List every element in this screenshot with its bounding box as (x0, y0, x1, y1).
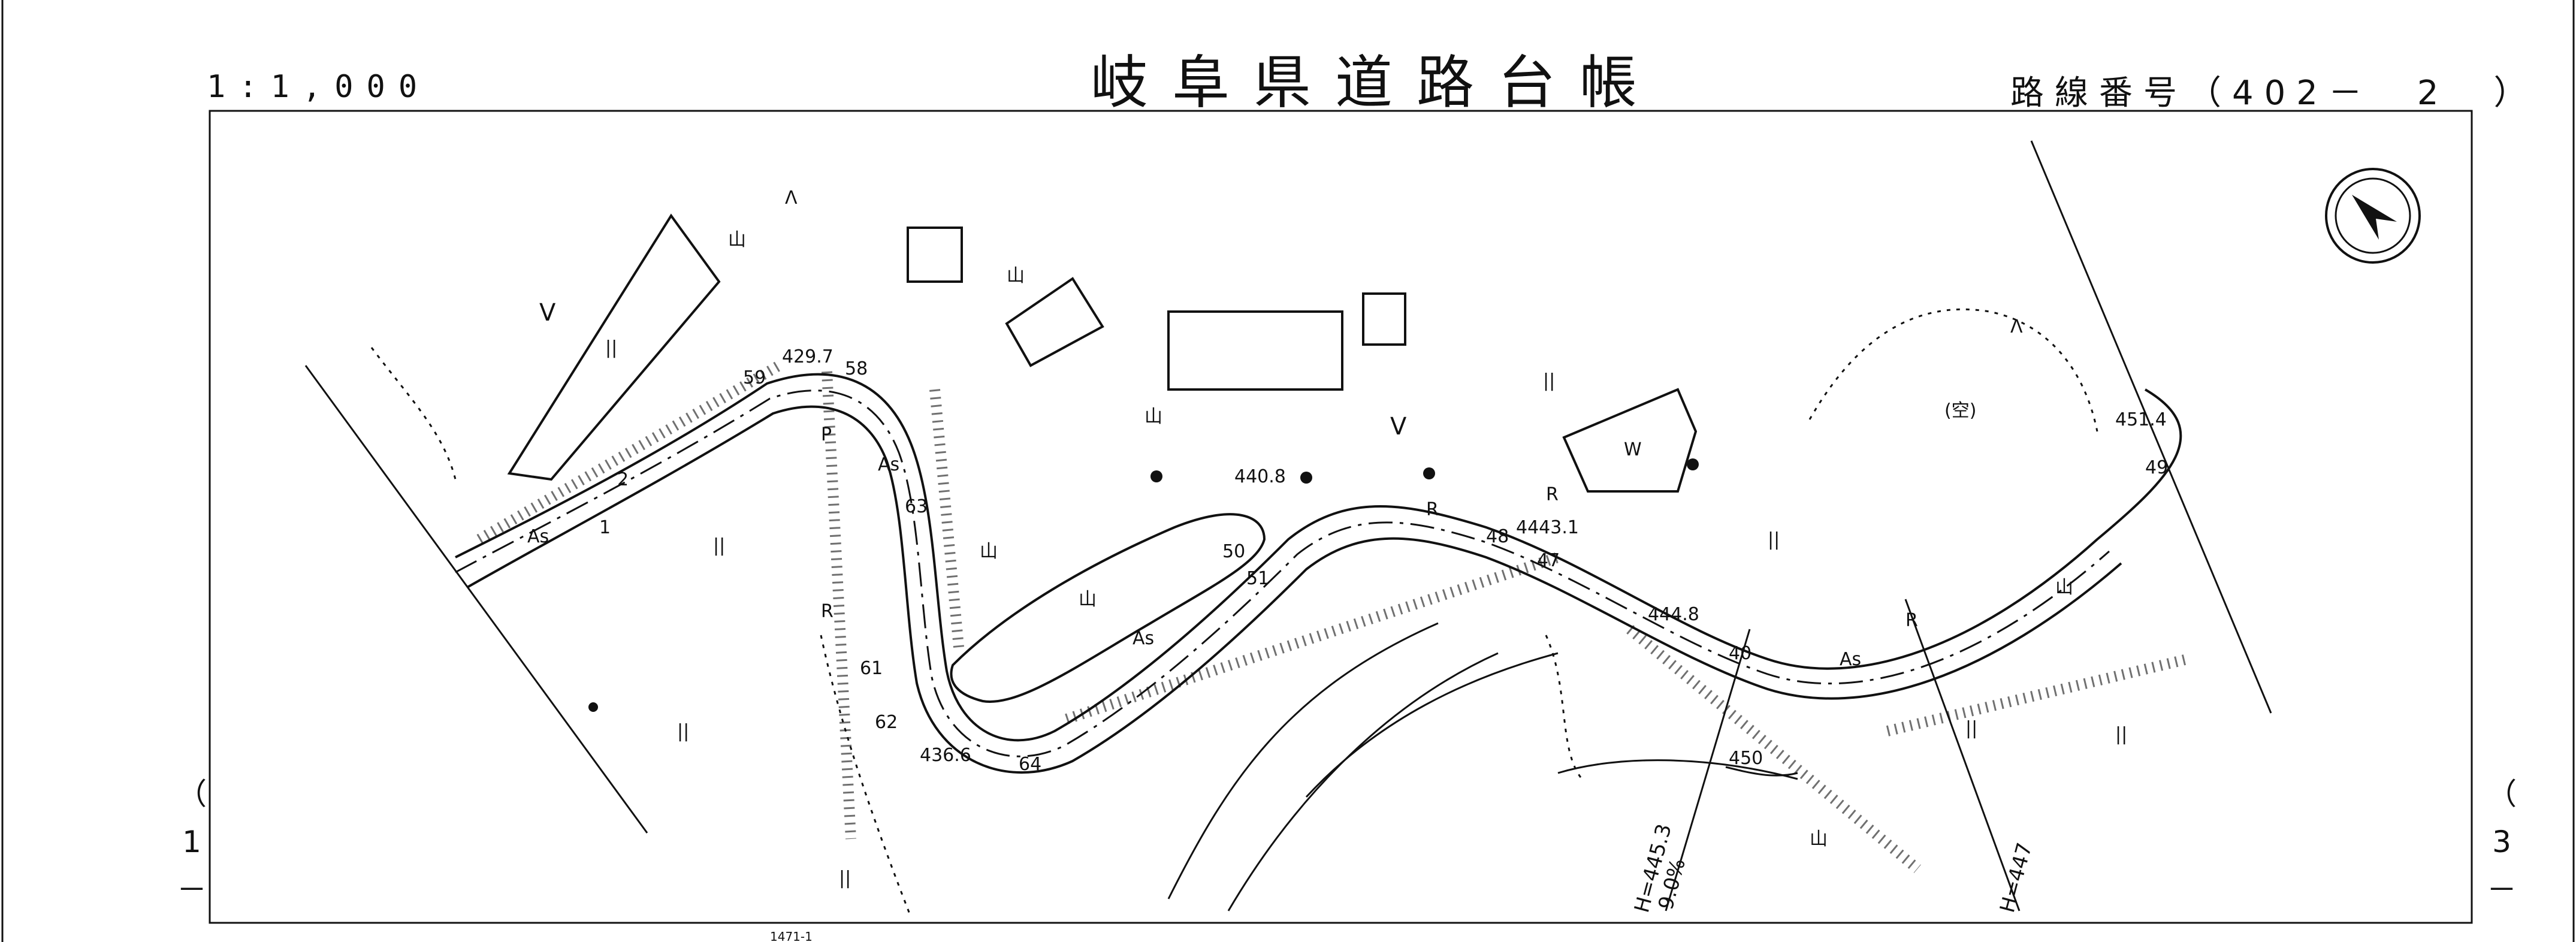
route-number: 路線番号（402－ 2 ） (2010, 74, 2538, 113)
right-sheet-marker: （ 3 － (2487, 777, 2517, 907)
elevation-436-6: 436.6 (920, 745, 971, 766)
survey-points (588, 458, 1699, 712)
pond-parcel (1562, 388, 1698, 493)
label-paddy-5: || (1543, 370, 1555, 391)
station-47: 47 (1537, 550, 1560, 571)
elevation-444-8: 444.8 (1648, 604, 1699, 625)
label-water: W (1624, 439, 1642, 460)
label-paddy-4: || (839, 868, 851, 889)
label-forest-1: 山 (728, 230, 746, 250)
property-boundaries (370, 308, 2098, 917)
well-structure (907, 227, 963, 283)
parcel-number: 1471-1 (770, 929, 813, 942)
label-paddy-8: || (2115, 724, 2127, 745)
label-paddy-3: || (677, 721, 689, 742)
buildings (507, 213, 1698, 493)
map-labels: || || || || || || || || V V 山 山 山 山 山 山 … (527, 188, 2168, 942)
label-field-1: V (539, 299, 556, 327)
building-main (1167, 310, 1343, 391)
station-58: 58 (845, 358, 868, 379)
label-forest-3: 山 (980, 541, 998, 562)
map-scale: 1:1,000 (207, 69, 431, 105)
label-forest-7: 山 (2055, 577, 2073, 598)
label-forest-5: 山 (1144, 406, 1162, 427)
road-centerline (455, 373, 2182, 774)
station-61: 61 (860, 658, 883, 679)
label-asphalt-4: As (1840, 649, 1861, 670)
elevation-4443-1: 4443.1 (1516, 517, 1579, 538)
map-frame (209, 110, 2473, 924)
north-arrow-icon (2325, 168, 2421, 264)
label-parking: P (821, 424, 832, 445)
label-asphalt-2: As (527, 526, 549, 547)
label-road-r-1: R (821, 601, 833, 622)
road-axis (455, 390, 2110, 757)
label-field-2: V (1390, 413, 1407, 440)
gradient-height-2: H=447 (1995, 840, 2037, 915)
building-small (1362, 292, 1406, 346)
station-63: 63 (905, 496, 928, 517)
station-48: 48 (1486, 526, 1509, 547)
slope-hatching (476, 361, 2189, 873)
label-asphalt-3: As (1133, 628, 1154, 649)
station-49: 49 (2145, 457, 2168, 478)
label-road-r-2: R (1426, 499, 1439, 520)
label-forest-6: 山 (1810, 829, 1828, 850)
label-vacant: (空) (1944, 400, 1976, 421)
label-wasteland-1: Λ (785, 188, 798, 209)
station-2: 2 (617, 469, 629, 490)
building-shed (1005, 277, 1104, 367)
page-title: 岐阜県道路台帳 (1091, 49, 1661, 116)
contour-lines (1167, 622, 1798, 911)
elevation-450: 450 (1729, 748, 1763, 769)
elevation-451-4: 451.4 (2115, 409, 2167, 430)
label-asphalt-1: As (878, 454, 899, 475)
field-parcel (507, 213, 721, 481)
station-59: 59 (743, 367, 766, 388)
reference-lines (304, 140, 2272, 911)
station-64: 64 (1019, 754, 1041, 775)
label-paddy-7: || (1965, 718, 1977, 739)
station-62: 62 (875, 712, 898, 733)
station-50: 50 (1222, 541, 1245, 562)
station-40: 40 (1729, 643, 1751, 664)
station-51: 51 (1246, 568, 1269, 589)
label-forest-2: 山 (1007, 265, 1025, 286)
label-forest-4: 山 (1079, 589, 1097, 610)
label-road-r-4: R (1905, 610, 1918, 631)
label-paddy-6: || (1768, 529, 1780, 550)
station-1: 1 (599, 517, 611, 538)
left-sheet-marker: （ 1 － (177, 777, 207, 907)
elevation-440-8: 440.8 (1234, 466, 1286, 487)
label-wasteland-2: Λ (2010, 316, 2023, 337)
label-paddy-1: || (605, 337, 617, 358)
label-paddy-2: || (713, 535, 725, 556)
elevation-429-7: 429.7 (782, 346, 833, 367)
label-road-r-3: R (1546, 484, 1559, 505)
